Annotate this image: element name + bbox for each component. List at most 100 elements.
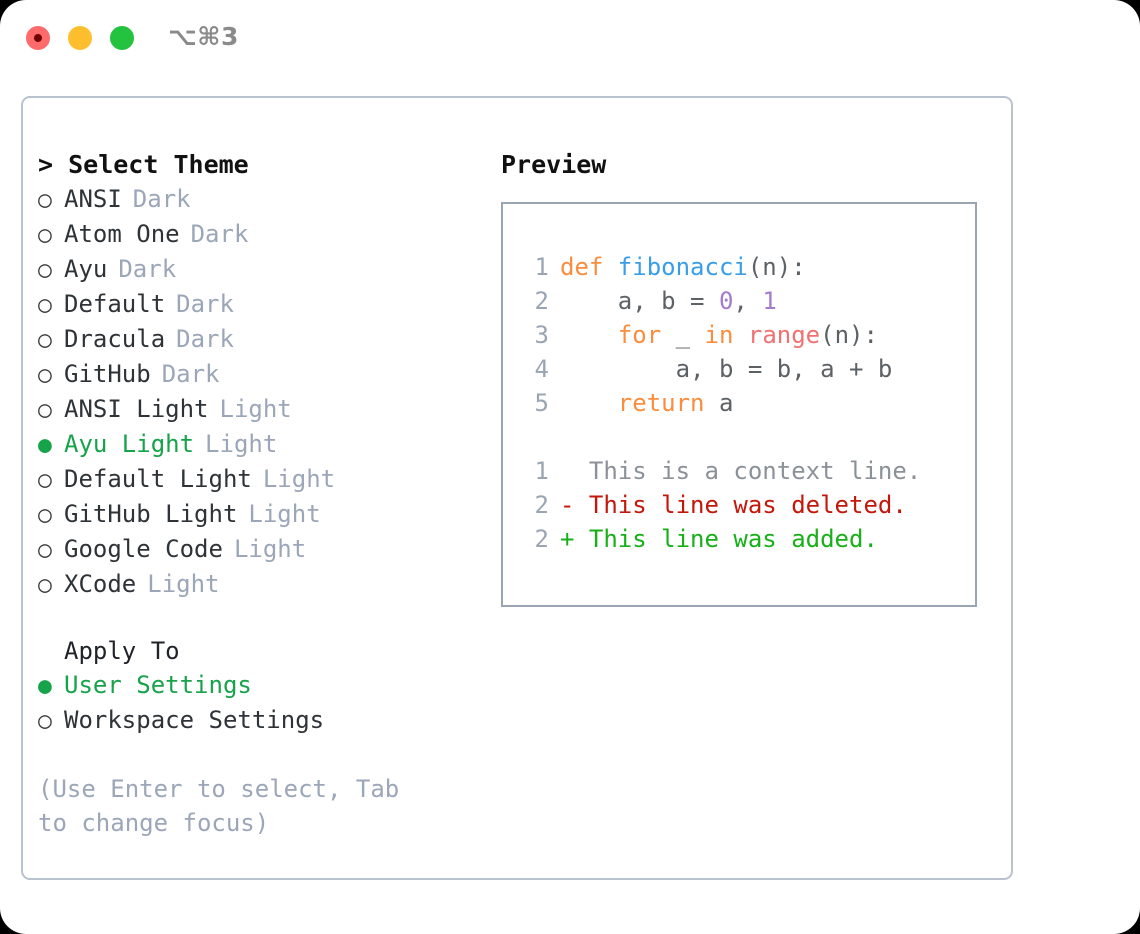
- radio-unselected-icon[interactable]: ○: [38, 187, 52, 213]
- traffic-lights: [26, 26, 134, 50]
- theme-option-default-light[interactable]: ○ Default Light Light: [38, 462, 488, 497]
- code-token: a, b = b, a + b: [560, 355, 893, 383]
- apply-to-option-user-settings[interactable]: ● User Settings: [38, 668, 488, 703]
- diff-text: This is a context line.: [588, 457, 922, 485]
- theme-option-label: ANSI: [64, 185, 122, 213]
- apply-to-option-workspace-settings[interactable]: ○ Workspace Settings: [38, 703, 488, 738]
- line-number: 2: [534, 287, 549, 315]
- preview-heading: Preview: [501, 150, 607, 179]
- radio-unselected-icon[interactable]: ○: [38, 502, 52, 528]
- code-token: a: [704, 389, 734, 417]
- diff-marker: +: [560, 525, 589, 553]
- theme-variant-badge: Light: [233, 535, 307, 563]
- apply-to-option-list[interactable]: ● User Settings ○ Workspace Settings: [38, 668, 488, 738]
- theme-option-dracula[interactable]: ○ Dracula Dark: [38, 322, 488, 357]
- line-number: 3: [534, 321, 549, 349]
- theme-option-ayu[interactable]: ○ Ayu Dark: [38, 252, 488, 287]
- diff-line-context: 1 This is a context line.: [519, 454, 975, 488]
- apply-to-option-label: User Settings: [64, 671, 252, 699]
- title-bar: ⌥⌘3: [0, 0, 1140, 78]
- theme-variant-badge: Light: [219, 395, 292, 423]
- radio-selected-icon[interactable]: ●: [38, 432, 52, 458]
- theme-option-label: Dracula: [64, 325, 166, 353]
- radio-unselected-icon[interactable]: ○: [38, 397, 52, 423]
- radio-unselected-icon[interactable]: ○: [38, 467, 52, 493]
- radio-unselected-icon[interactable]: ○: [38, 292, 52, 318]
- theme-variant-badge: Dark: [176, 290, 234, 318]
- code-token: for: [617, 321, 662, 349]
- theme-option-label: Ayu: [64, 255, 108, 283]
- diff-text: This line was added.: [588, 525, 878, 553]
- theme-option-ansi[interactable]: ○ ANSI Dark: [38, 182, 488, 217]
- theme-variant-badge: Dark: [161, 360, 220, 388]
- theme-option-label: Ayu Light: [64, 430, 195, 458]
- theme-option-github-light[interactable]: ○ GitHub Light Light: [38, 497, 488, 532]
- code-token: 1: [762, 287, 777, 315]
- code-token: (n):: [820, 321, 878, 349]
- theme-option-label: GitHub: [64, 360, 151, 388]
- radio-unselected-icon[interactable]: ○: [38, 537, 52, 563]
- code-token: (n):: [747, 253, 806, 281]
- maximize-button-icon[interactable]: [110, 26, 134, 50]
- line-number: 4: [534, 355, 549, 383]
- theme-option-ayu-light[interactable]: ● Ayu Light Light: [38, 427, 488, 462]
- keyboard-shortcut-label: ⌥⌘3: [168, 22, 239, 51]
- code-token: range: [747, 321, 821, 349]
- theme-option-label: GitHub Light: [64, 500, 238, 528]
- radio-unselected-icon[interactable]: ○: [38, 708, 52, 734]
- line-number: 2: [534, 491, 549, 519]
- keyboard-hint-text: (Use Enter to select, Tab to change focu…: [38, 775, 414, 837]
- line-number: 2: [534, 525, 549, 553]
- diff-sample: 1 This is a context line.2- This line wa…: [519, 454, 975, 556]
- diff-marker: [560, 454, 589, 488]
- theme-variant-badge: Light: [262, 465, 336, 493]
- minimize-button-icon[interactable]: [68, 26, 92, 50]
- theme-variant-badge: Light: [248, 500, 321, 528]
- code-line: 3 for _ in range(n):: [519, 318, 975, 352]
- radio-unselected-icon[interactable]: ○: [38, 222, 52, 248]
- code-token: ,: [733, 287, 763, 315]
- radio-selected-icon[interactable]: ●: [38, 673, 52, 699]
- theme-variant-badge: Dark: [132, 185, 191, 213]
- radio-unselected-icon[interactable]: ○: [38, 327, 52, 353]
- radio-unselected-icon[interactable]: ○: [38, 362, 52, 388]
- theme-option-github[interactable]: ○ GitHub Dark: [38, 357, 488, 392]
- radio-unselected-icon[interactable]: ○: [38, 572, 52, 598]
- diff-line-added: 2 + This line was added.: [519, 522, 975, 556]
- code-token: [560, 389, 618, 417]
- apply-to-option-label: Workspace Settings: [64, 706, 325, 734]
- apply-to-heading: Apply To: [64, 637, 180, 665]
- line-number: 1: [534, 457, 549, 485]
- code-spacer: [519, 420, 975, 454]
- code-content: a, b = b, a + b: [560, 352, 893, 386]
- code-content: return a: [560, 386, 734, 420]
- close-button-icon[interactable]: [26, 26, 50, 50]
- code-line: 5 return a: [519, 386, 975, 420]
- line-number: 1: [534, 253, 549, 281]
- theme-variant-badge: Light: [205, 430, 278, 458]
- code-line: 1 def fibonacci(n):: [519, 250, 975, 284]
- code-token: a, b =: [560, 287, 719, 315]
- code-token: 0: [718, 287, 734, 315]
- code-token: return: [617, 389, 705, 417]
- line-number: 5: [534, 389, 549, 417]
- theme-option-label: Default Light: [64, 465, 252, 493]
- code-content: def fibonacci(n):: [560, 250, 806, 284]
- code-line: 2 a, b = 0, 1: [519, 284, 975, 318]
- radio-unselected-icon[interactable]: ○: [38, 257, 52, 283]
- theme-variant-badge: Dark: [176, 325, 234, 353]
- theme-variant-badge: Dark: [118, 255, 177, 283]
- code-token: in: [704, 321, 734, 349]
- code-token: _: [661, 321, 705, 349]
